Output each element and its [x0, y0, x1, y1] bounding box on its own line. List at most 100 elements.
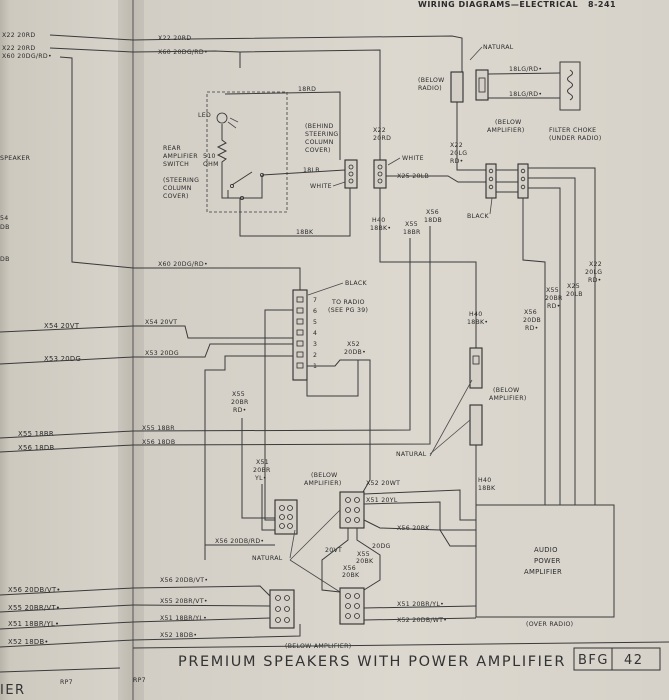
label-natural-mid: NATURAL: [396, 451, 427, 458]
h40-male-pin: [472, 355, 480, 365]
radio-pin-number-2: 2: [313, 352, 317, 359]
bat-left-pin-2: [488, 176, 494, 182]
label-x56-20db-rd-bottom: X56 20DB/RD•: [215, 538, 264, 545]
label-x51-20br-yl-1: X51: [256, 459, 269, 466]
label-x22-20rd-mid-1: X22: [373, 127, 386, 134]
led-rays-icon: [227, 117, 239, 129]
wire-x22-bus: [528, 167, 596, 505]
label-x55-18br-2: 18BR: [403, 229, 421, 236]
label-rear-amp-3: SWITCH: [163, 161, 189, 168]
radio-pin-number-3: 3: [313, 341, 317, 348]
left-wire-x52b-label: X52 18DB•: [8, 638, 49, 646]
label-filter-choke-1: FILTER CHOKE: [549, 127, 596, 134]
radio-pin-1: [296, 362, 304, 369]
label-white-right: WHITE: [402, 155, 424, 162]
left-wire-x56b: [0, 587, 134, 596]
wire-x52-18db: [132, 624, 301, 641]
footer-left-code: RP7: [133, 677, 146, 684]
connector-amp-c4-pins: [345, 593, 360, 619]
label-x25-right-1: X25: [567, 283, 580, 290]
filter-choke-coil: [567, 69, 573, 101]
c4-pin: [345, 613, 351, 619]
left-footer-fragment: IER: [0, 683, 26, 698]
c2-pin: [354, 497, 360, 503]
radio-pin-number-6: 6: [313, 308, 317, 315]
steering-pin-1: [348, 164, 354, 170]
label-filter-choke-2: (UNDER RADIO): [549, 135, 602, 142]
wire-x60-to-switch: [239, 49, 381, 168]
pointer-black-radio: [307, 282, 344, 296]
left-fragment-db1: DB: [0, 224, 10, 231]
label-below-radio-1: (BELOW: [418, 77, 445, 84]
label-x55-18br-in: X55 18BR: [142, 425, 175, 432]
c2-pin: [345, 507, 351, 513]
label-below-amp-left-2: AMPLIFIER): [304, 480, 342, 487]
c3-pin: [275, 606, 281, 612]
label-x51-20br-yl-bottom: X51 20BR/YL•: [397, 601, 444, 608]
label-x55-20br-rd-left-2: 20BR: [231, 399, 249, 406]
label-x51-20br-yl-2: 20BR: [253, 467, 271, 474]
header-title: WIRING DIAGRAMS—ELECTRICAL: [418, 0, 578, 9]
connector-x22-mid: [373, 159, 387, 189]
x22-pin-2: [377, 171, 383, 177]
pointer-natural-bottom-1: [289, 509, 341, 561]
label-x55-20bk-1: X55: [357, 551, 370, 558]
label-x53-in: X53 20DG: [145, 350, 179, 357]
wire-x51-20br-yl-bottom: [363, 605, 477, 609]
left-wire-x55: [0, 430, 134, 439]
label-x51-18br-yl: X51 18BR/YL•: [160, 615, 207, 622]
label-behind-steering-4: COVER): [305, 147, 331, 154]
c2-pin: [345, 517, 351, 523]
label-to-radio-2: (SEE PG 39): [328, 307, 368, 314]
left-wire-x53: [0, 356, 134, 365]
connector-amp-c1: [274, 499, 298, 535]
connector-amp-c2: [339, 491, 365, 529]
resistor-510-ohm: [216, 124, 228, 180]
label-steering-cover-1: (STEERING: [163, 177, 199, 184]
c4-pin: [345, 603, 351, 609]
wire-x56-18db-v: [132, 226, 431, 446]
c1-pin: [287, 505, 293, 511]
header-page-number: 8-241: [588, 0, 616, 9]
bat-right-pin-3: [520, 184, 526, 190]
left-wire-x55b: [0, 604, 134, 613]
label-x25-right-2: 20LB: [566, 291, 583, 298]
wire-x51-18br-yl: [132, 617, 271, 623]
label-h40-bottom-1: H40: [478, 477, 491, 484]
connector-h40-female: [469, 404, 483, 446]
label-x52-20db-1: X52: [347, 341, 360, 348]
c3-pin: [275, 617, 281, 623]
c4-pin: [345, 593, 351, 599]
connector-amp-c3: [269, 589, 295, 629]
left-wire-x56: [0, 444, 134, 453]
left-fragment-54: 54: [0, 215, 8, 222]
label-to-radio-1: TO RADIO: [331, 299, 365, 306]
radio-pin-number-7: 7: [313, 297, 317, 304]
label-x56-18db-2: 18DB: [424, 217, 442, 224]
wire-x51-20br-yl: [261, 484, 275, 531]
label-h40-top-2: 18BK•: [370, 225, 391, 232]
c1-pin: [287, 523, 293, 529]
steering-pin-3: [348, 178, 354, 184]
label-h40-mid-2: 18BK•: [467, 319, 488, 326]
label-below-amp-left-1: (BELOW: [311, 472, 338, 479]
footer-code: BFG: [578, 653, 609, 668]
connector-amp-c4: [339, 587, 365, 625]
label-black-radio: BLACK: [345, 280, 367, 287]
wire-radio-pin6: [264, 309, 293, 521]
c2-pin: [345, 497, 351, 503]
wire-x52: [358, 359, 371, 493]
label-18lb: 18LB: [303, 167, 320, 174]
label-x22-right-1: X22: [589, 261, 602, 268]
wire-x55-20br-left: [241, 418, 275, 519]
pointer-white-right: [387, 157, 401, 166]
wire-x60-mid: [133, 267, 301, 290]
label-x51-20br-yl-3: YL•: [254, 475, 267, 482]
book-gutter: [118, 0, 144, 700]
wire-cross-1: [321, 528, 349, 593]
label-x52-20wt: X52 20WT: [366, 480, 400, 487]
c1-pin: [279, 505, 285, 511]
wire-x22-20lg: [456, 102, 486, 171]
label-rear-amp-1: REAR: [163, 145, 181, 152]
label-rear-amp-2: AMPLIFIER: [163, 153, 198, 160]
